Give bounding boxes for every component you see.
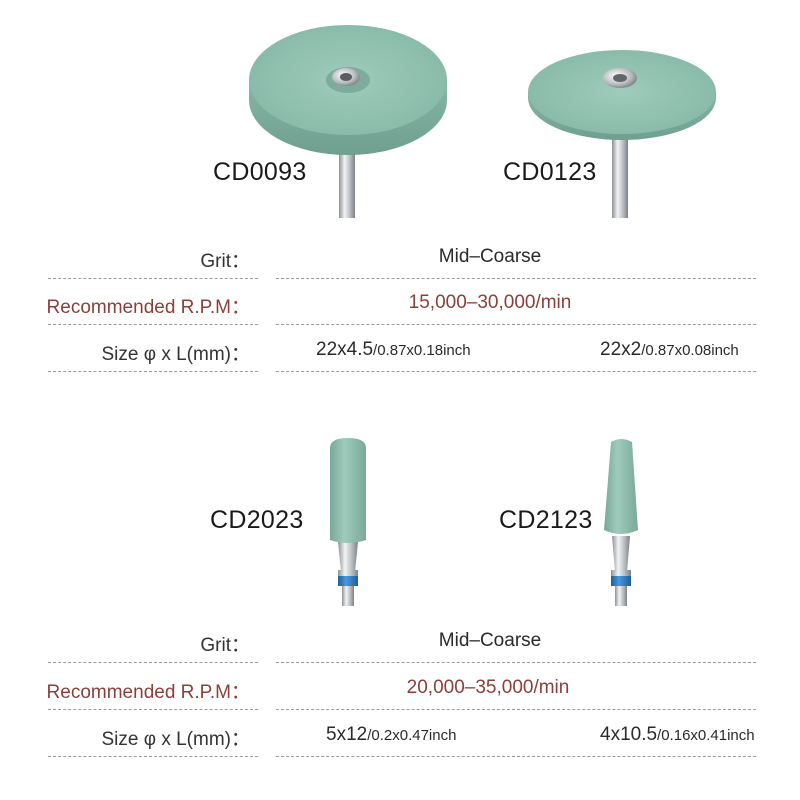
size-value-cd0123: 22x2/0.87x0.08inch	[600, 339, 739, 360]
group2-illustrations	[330, 438, 638, 606]
row-divider	[48, 371, 258, 372]
grit-label: Grit：	[200, 251, 250, 272]
product-code-cd2123: CD2123	[499, 506, 593, 534]
row-divider	[276, 709, 756, 710]
row-divider	[48, 324, 258, 325]
rpm-value: 20,000–35,000/min	[406, 677, 570, 698]
size-value-cd2123: 4x10.5/0.16x0.41inch	[600, 724, 755, 745]
cd2123-taper-image	[604, 439, 638, 606]
rpm-value: 15,000–30,000/min	[408, 292, 572, 313]
cd0123-disc-image	[528, 50, 716, 218]
grit-label: Grit：	[200, 635, 250, 656]
row-divider	[276, 324, 756, 325]
cd2023-cylinder-image	[330, 438, 366, 606]
row-divider	[276, 756, 756, 757]
size-label: Size φ x L(mm)：	[101, 729, 251, 750]
row-divider	[276, 371, 756, 372]
size-value-cd2023: 5x12/0.2x0.47inch	[326, 724, 457, 745]
grit-value: Mid–Coarse	[438, 630, 542, 651]
product-code-cd2023: CD2023	[210, 506, 304, 534]
size-value-cd0093: 22x4.5/0.87x0.18inch	[316, 339, 471, 360]
product-code-cd0123: CD0123	[503, 158, 597, 186]
size-label: Size φ x L(mm)：	[101, 344, 251, 365]
row-divider	[48, 756, 258, 757]
cd0093-disc-image	[249, 25, 447, 218]
row-divider	[276, 278, 756, 279]
row-divider	[276, 662, 756, 663]
grit-value: Mid–Coarse	[438, 246, 542, 267]
row-divider	[48, 278, 258, 279]
rpm-label: Recommended R.P.M：	[46, 682, 250, 703]
row-divider	[48, 662, 258, 663]
row-divider	[48, 709, 258, 710]
product-code-cd0093: CD0093	[213, 158, 307, 186]
rpm-label: Recommended R.P.M：	[46, 297, 250, 318]
group1-illustrations	[249, 25, 716, 218]
